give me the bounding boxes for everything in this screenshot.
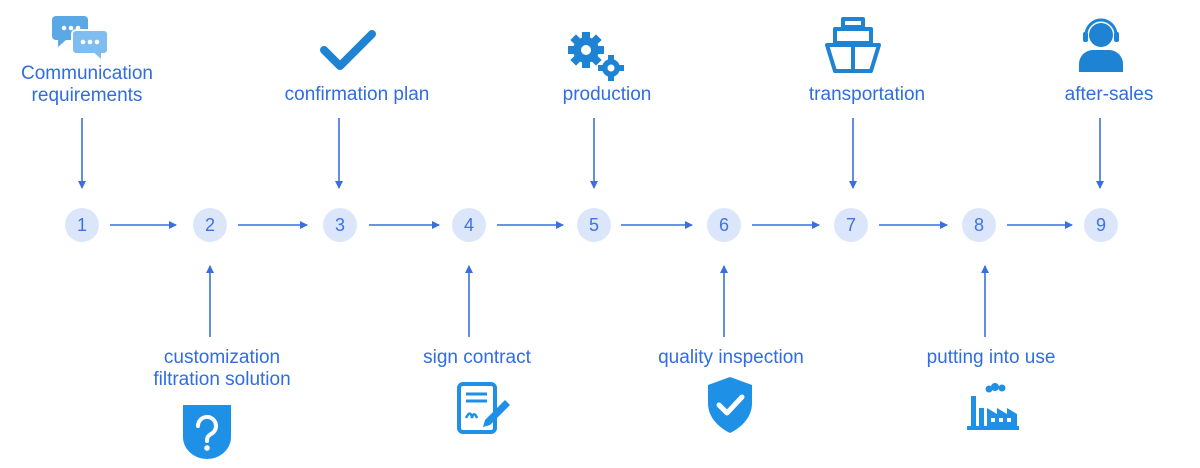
step-node-5: 5 [577, 208, 611, 242]
ship-icon [825, 17, 881, 73]
step-node-3: 3 [323, 208, 357, 242]
label-putting-into-use: putting into use [926, 347, 1056, 368]
chat-bubbles-icon [52, 16, 109, 60]
step-node-7: 7 [834, 208, 868, 242]
step-node-4: 4 [452, 208, 486, 242]
check-shield-icon [708, 377, 752, 433]
label-quality-inspection: quality inspection [658, 347, 804, 368]
label-confirmation-plan: confirmation plan [284, 84, 430, 105]
step-node-9: 9 [1084, 208, 1118, 242]
contract-signature-icon [457, 382, 510, 434]
factory-icon [967, 383, 1019, 430]
headset-person-icon [1079, 18, 1123, 72]
question-shield-icon [183, 405, 231, 459]
label-transportation: transportation [808, 84, 926, 105]
step-node-6: 6 [707, 208, 741, 242]
gears-icon [568, 32, 624, 81]
label-after-sales: after-sales [1064, 84, 1154, 105]
label-sign-contract: sign contract [423, 347, 531, 368]
step-node-1: 1 [65, 208, 99, 242]
step-node-2: 2 [193, 208, 227, 242]
label-customization-filtration-solution: customization filtration solution [153, 347, 291, 390]
label-production: production [562, 84, 652, 105]
step-node-8: 8 [962, 208, 996, 242]
label-communication-requirements: Communication requirements [21, 63, 153, 106]
checkmark-icon [320, 30, 376, 70]
